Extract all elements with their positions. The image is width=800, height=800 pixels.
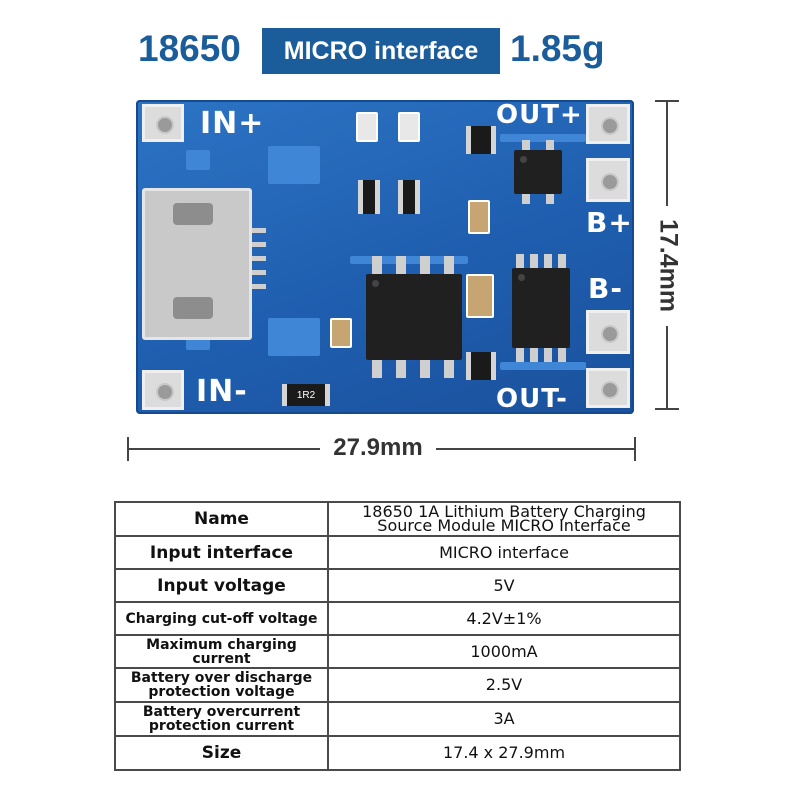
width-dimension-cap bbox=[127, 437, 129, 461]
table-row: Battery over discharge protection voltag… bbox=[114, 667, 681, 703]
ic-pin bbox=[420, 256, 430, 274]
led bbox=[356, 112, 378, 142]
ic-pin bbox=[516, 348, 524, 362]
ic-pin bbox=[516, 254, 524, 268]
pad-b-plus bbox=[586, 158, 630, 202]
resistor bbox=[466, 352, 496, 380]
spec-value: 17.4 x 27.9mm bbox=[327, 735, 681, 771]
spec-value: 18650 1A Lithium Battery Charging Source… bbox=[327, 501, 681, 537]
trace bbox=[268, 318, 320, 356]
pad-out-minus bbox=[586, 368, 630, 408]
height-dimension-label: 17.4mm bbox=[644, 206, 692, 326]
ic-pin bbox=[530, 254, 538, 268]
header-bar: 18650 MICRO interface 1.85g bbox=[0, 22, 800, 82]
ic-pin bbox=[544, 348, 552, 362]
table-row: Input interface MICRO interface bbox=[114, 535, 681, 570]
spec-key: Maximum charging current bbox=[114, 634, 329, 669]
charger-ic bbox=[366, 274, 462, 360]
spec-value: 3A bbox=[327, 701, 681, 737]
spec-value: 4.2V±1% bbox=[327, 601, 681, 636]
table-row: Input voltage 5V bbox=[114, 568, 681, 603]
spec-value: 2.5V bbox=[327, 667, 681, 703]
resistor bbox=[358, 180, 380, 214]
ic-pin bbox=[372, 256, 382, 274]
spec-key: Input interface bbox=[114, 535, 329, 570]
board-illustration: IN+ IN- OUT+ OUT- B+ B- 1R2 bbox=[136, 100, 634, 414]
trace bbox=[268, 146, 320, 184]
spec-key: Battery over discharge protection voltag… bbox=[114, 667, 329, 703]
usb-pin bbox=[252, 228, 266, 233]
ic-pin bbox=[396, 256, 406, 274]
ic-pin bbox=[558, 254, 566, 268]
ic-pin bbox=[522, 140, 530, 150]
trace bbox=[350, 256, 468, 264]
ic-pin bbox=[420, 360, 430, 378]
table-row: Name 18650 1A Lithium Battery Charging S… bbox=[114, 501, 681, 537]
width-dimension-label: 27.9mm bbox=[320, 432, 436, 464]
micro-usb-connector bbox=[142, 188, 252, 340]
label-out-plus: OUT+ bbox=[496, 100, 583, 130]
usb-pin bbox=[252, 256, 266, 261]
usb-mount-hole bbox=[173, 297, 213, 319]
ic-pin bbox=[444, 256, 454, 274]
pad-in-plus bbox=[142, 104, 184, 142]
spec-value: 5V bbox=[327, 568, 681, 603]
spec-value: MICRO interface bbox=[327, 535, 681, 570]
capacitor bbox=[468, 200, 490, 234]
led bbox=[398, 112, 420, 142]
protection-ic bbox=[514, 150, 562, 194]
label-b-plus: B+ bbox=[586, 206, 633, 239]
label-out-minus: OUT- bbox=[496, 384, 568, 414]
table-row: Size 17.4 x 27.9mm bbox=[114, 735, 681, 771]
pad-in-minus bbox=[142, 370, 184, 410]
capacitor bbox=[330, 318, 352, 348]
trace bbox=[500, 134, 586, 142]
chip-pin1-mark bbox=[520, 156, 527, 163]
spec-key: Name bbox=[114, 501, 329, 537]
pad-out-plus bbox=[586, 104, 630, 144]
height-dimension-cap bbox=[655, 408, 679, 410]
table-row: Charging cut-off voltage 4.2V±1% bbox=[114, 601, 681, 636]
ic-pin bbox=[372, 360, 382, 378]
header-interface-badge: MICRO interface bbox=[262, 28, 500, 74]
table-row: Battery overcurrent protection current 3… bbox=[114, 701, 681, 737]
spec-key: Size bbox=[114, 735, 329, 771]
pad-b-minus bbox=[586, 310, 630, 354]
spec-table: Name 18650 1A Lithium Battery Charging S… bbox=[114, 501, 681, 771]
spec-key: Charging cut-off voltage bbox=[114, 601, 329, 636]
ic-pin bbox=[530, 348, 538, 362]
label-in-plus: IN+ bbox=[200, 106, 265, 141]
usb-mount-hole bbox=[173, 203, 213, 225]
spec-value: 1000mA bbox=[327, 634, 681, 669]
resistor bbox=[466, 126, 496, 154]
ic-pin bbox=[444, 360, 454, 378]
label-b-minus: B- bbox=[588, 272, 623, 305]
resistor bbox=[398, 180, 420, 214]
ic-pin bbox=[558, 348, 566, 362]
ic-pin bbox=[544, 254, 552, 268]
spec-key: Input voltage bbox=[114, 568, 329, 603]
header-weight: 1.85g bbox=[510, 28, 605, 69]
chip-pin1-mark bbox=[372, 280, 379, 287]
trace bbox=[186, 150, 210, 170]
usb-pin bbox=[252, 270, 266, 275]
capacitor bbox=[466, 274, 494, 318]
chip-pin1-mark bbox=[518, 274, 525, 281]
header-model: 18650 bbox=[138, 28, 241, 69]
ic-pin bbox=[522, 194, 530, 204]
ic-pin bbox=[546, 194, 554, 204]
table-row: Maximum charging current 1000mA bbox=[114, 634, 681, 669]
width-dimension-cap bbox=[634, 437, 636, 461]
usb-pin bbox=[252, 284, 266, 289]
resistor-code: 1R2 bbox=[296, 389, 316, 401]
height-dimension-cap bbox=[655, 100, 679, 102]
label-in-minus: IN- bbox=[196, 374, 248, 409]
mosfet-ic bbox=[512, 268, 570, 348]
resistor-1r2: 1R2 bbox=[282, 384, 330, 406]
usb-pin bbox=[252, 242, 266, 247]
trace bbox=[500, 362, 586, 370]
spec-key: Battery overcurrent protection current bbox=[114, 701, 329, 737]
ic-pin bbox=[546, 140, 554, 150]
ic-pin bbox=[396, 360, 406, 378]
